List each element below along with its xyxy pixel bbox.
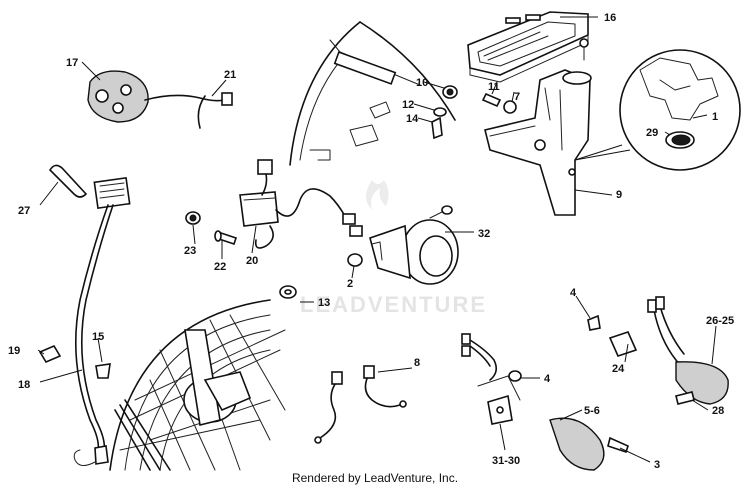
horn-part xyxy=(347,205,459,285)
callout-16: 16 xyxy=(604,12,616,24)
callout-9: 9 xyxy=(616,189,622,201)
callout-32: 32 xyxy=(478,228,490,240)
callout-8: 8 xyxy=(414,357,420,369)
callout-14: 14 xyxy=(406,113,419,125)
flame-logo-icon xyxy=(366,180,389,210)
front-turn-signal-part xyxy=(461,333,629,471)
front-fender-outline xyxy=(289,21,456,166)
callout-13: 13 xyxy=(318,297,330,309)
callout-26-25: 26-25 xyxy=(706,315,734,327)
render-credit: Rendered by LeadVenture, Inc. xyxy=(291,471,459,485)
rear-turn-signal-part xyxy=(587,296,729,405)
callout-19: 19 xyxy=(8,345,20,357)
watermark-text: LEADVENTURE xyxy=(300,292,487,317)
callout-5-6: 5-6 xyxy=(584,405,600,417)
dash-display-part xyxy=(467,11,589,83)
detail-inset xyxy=(574,49,741,171)
callout-17: 17 xyxy=(66,57,78,69)
callout-labels: 16 17 21 10 11 7 12 14 1 29 9 27 23 22 2… xyxy=(8,12,734,471)
callout-24: 24 xyxy=(612,363,625,375)
callout-28: 28 xyxy=(712,405,724,417)
watermark: LEADVENTURE xyxy=(300,180,487,317)
callout-29: 29 xyxy=(646,127,658,139)
relay-module-part xyxy=(185,159,363,249)
callout-11: 11 xyxy=(488,81,500,93)
callout-4-top: 4 xyxy=(570,287,577,299)
bolt-assembly-parts xyxy=(431,85,517,140)
callout-15: 15 xyxy=(92,331,104,343)
callout-20: 20 xyxy=(246,255,258,267)
front-wheel-outline xyxy=(109,299,286,471)
callout-4-bottom: 4 xyxy=(544,373,551,385)
callout-12: 12 xyxy=(402,99,414,111)
grommet-part xyxy=(95,363,111,379)
wiring-harness-part xyxy=(314,365,407,444)
callout-31-30: 31-30 xyxy=(492,455,520,467)
leader-lines xyxy=(37,16,717,463)
callout-3: 3 xyxy=(654,459,660,471)
lever-and-cable-part xyxy=(38,164,131,466)
callout-23: 23 xyxy=(184,245,196,257)
callout-18: 18 xyxy=(18,379,30,391)
callout-21: 21 xyxy=(224,69,236,81)
callout-1: 1 xyxy=(712,111,718,123)
callout-27: 27 xyxy=(18,205,30,217)
washer-part xyxy=(279,285,297,299)
callout-10: 10 xyxy=(416,77,428,89)
handlebar-switch-part xyxy=(87,70,233,129)
callout-2: 2 xyxy=(347,278,353,290)
callout-7: 7 xyxy=(514,91,520,103)
callout-22: 22 xyxy=(214,261,226,273)
instrument-bracket-part xyxy=(484,69,592,216)
